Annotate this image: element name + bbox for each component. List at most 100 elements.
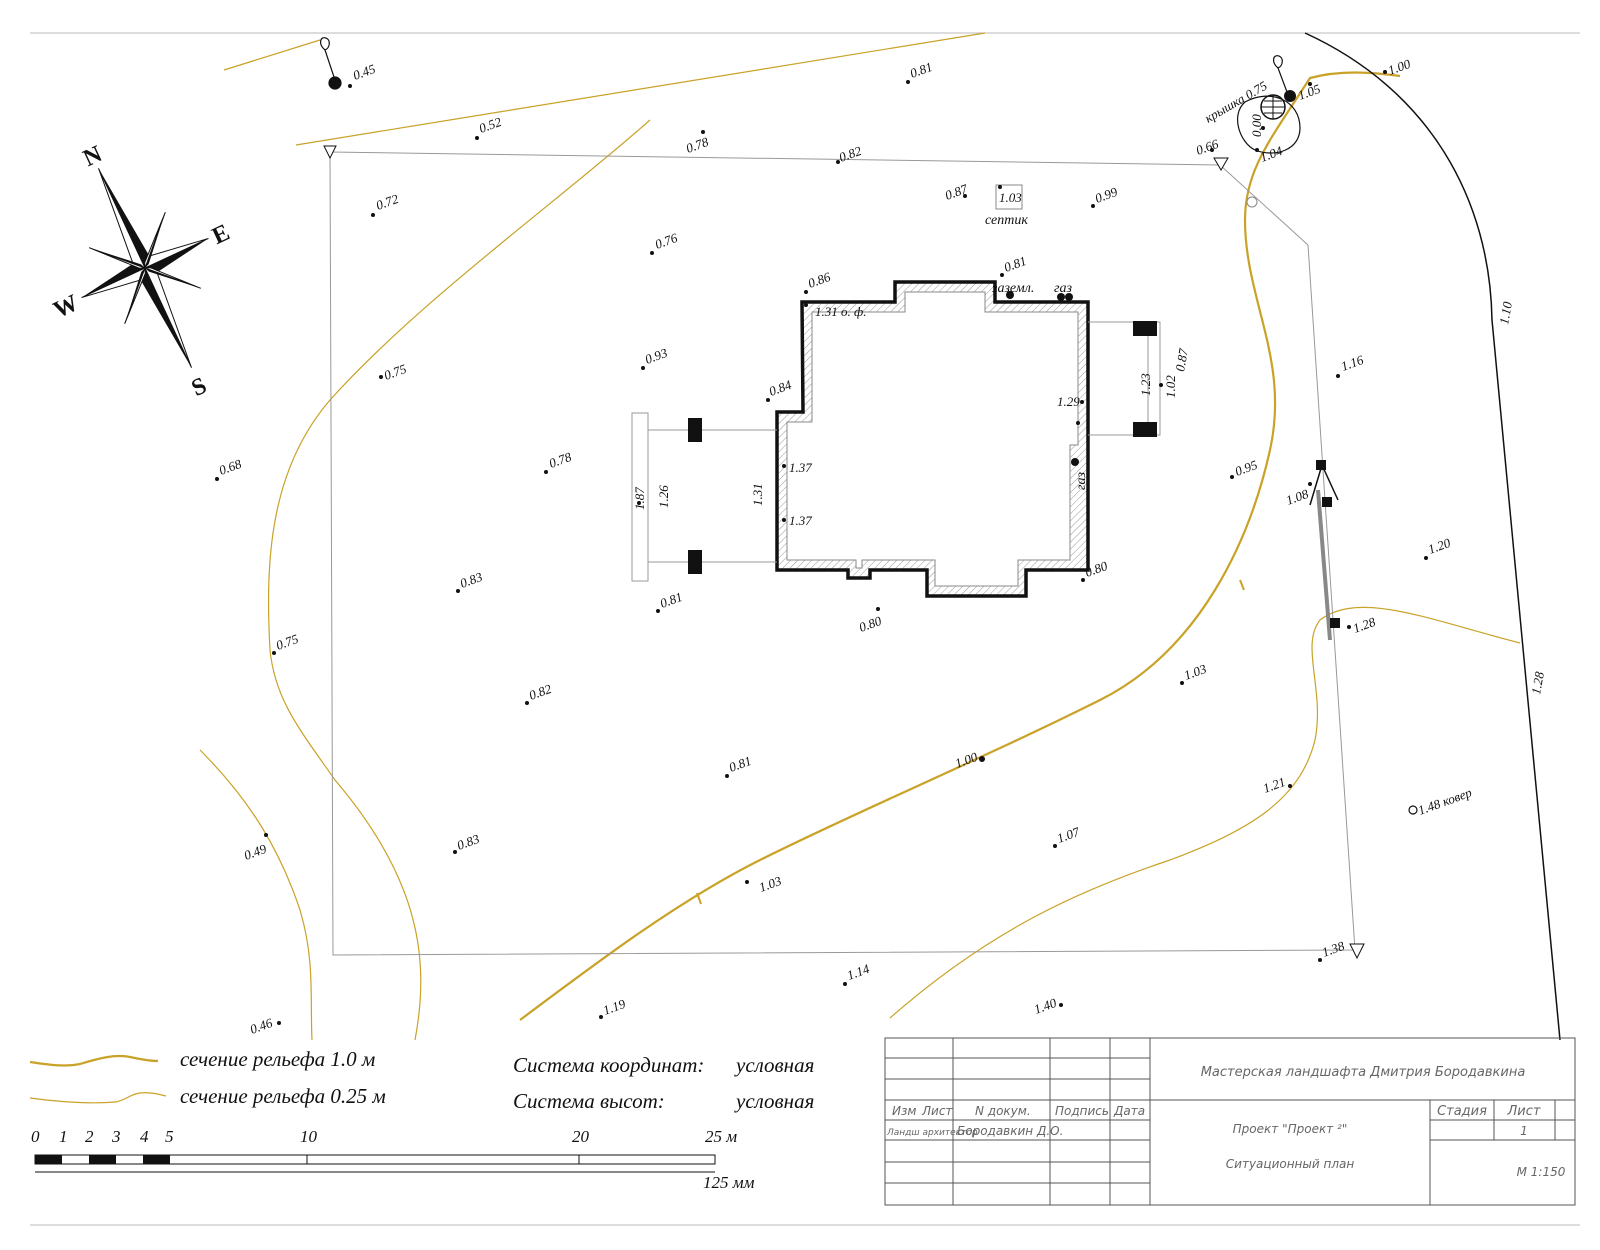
terrace-post <box>688 418 702 442</box>
utility-marker <box>1246 196 1258 208</box>
elevation-label: 0.87 <box>943 181 970 203</box>
contour-point <box>979 756 985 762</box>
scale-tick: 25 м <box>705 1127 737 1146</box>
elevation-label: 0.93 <box>643 345 670 367</box>
title-block <box>884 1037 1576 1206</box>
carpet-label: 1.48 ковер <box>1416 784 1474 817</box>
grounding-point <box>1006 291 1014 299</box>
elevation-label: 1.14 <box>845 961 872 983</box>
project-name: Проект "Проект ²" <box>1233 1122 1348 1136</box>
elevation-label: 1.20 <box>1426 535 1453 557</box>
well-marker <box>1284 90 1296 102</box>
elevation-label: 0.00 <box>1249 114 1264 137</box>
elevation-label: 0.81 <box>1002 253 1029 275</box>
elevation-label: 0.83 <box>458 569 485 591</box>
elevation-label: 1.31 <box>750 483 765 506</box>
elevation-label: 1.02 <box>1163 375 1178 398</box>
elevation-label: 0.81 <box>727 753 754 775</box>
elevation-label: 0.66 <box>1194 136 1221 158</box>
legend-minor-contour: сечение рельефа 0.25 м <box>180 1084 386 1108</box>
boundary-marker <box>323 145 337 160</box>
porch-post <box>1133 422 1157 437</box>
elevation-label: 1.03 <box>999 190 1022 205</box>
scale-tick: 20 <box>572 1127 590 1146</box>
scale-tick: 1 <box>59 1127 68 1146</box>
elevation-label: 0.49 <box>242 841 269 863</box>
sheet-number: 1 <box>1520 1124 1528 1138</box>
elevation-label: 1.23 <box>1138 373 1153 396</box>
legend: сечение рельефа 1.0 м сечение рельефа 0.… <box>29 1047 814 1113</box>
compass-rose: N E S W <box>50 141 234 402</box>
house-interior <box>786 291 1079 587</box>
compass-north: N <box>79 141 106 172</box>
tree-symbol <box>320 37 342 90</box>
elevation-label: 1.28 <box>1528 670 1547 696</box>
gate-leaf <box>1321 464 1339 501</box>
elevation-label: 1.37 <box>789 460 812 475</box>
elevation-label: 0.68 <box>217 456 244 478</box>
porch-post <box>1133 321 1157 336</box>
elevation-label: 0.82 <box>527 681 554 703</box>
boundary-marker <box>1349 943 1365 960</box>
elevation-label: 0.76 <box>653 230 680 252</box>
elevation-label: 0.87 <box>1172 347 1191 373</box>
elevation-label: 0.81 <box>908 59 935 81</box>
elevation-label: 1.28 <box>1351 614 1378 636</box>
contour-tick <box>696 892 702 905</box>
elevation-label: 1.26 <box>656 485 671 508</box>
road-edge <box>1304 32 1561 1041</box>
compass-east: E <box>208 220 234 250</box>
gas-point <box>1057 293 1065 301</box>
coord-system-value: условная <box>734 1053 814 1077</box>
left-terrace <box>631 412 777 582</box>
elevation-label: 0.80 <box>1083 558 1110 580</box>
elevation-label: 0.99 <box>1093 184 1120 206</box>
elevation-label: 0.45 <box>351 61 378 83</box>
gas-label: газ <box>1054 281 1072 296</box>
septic-box <box>995 184 1023 210</box>
gate-post <box>1322 497 1332 507</box>
elevation-label: 1.04 <box>1258 143 1285 165</box>
elevation-label: 0.72 <box>374 191 401 213</box>
elevation-label: 1.08 <box>1284 486 1311 508</box>
elevation-label: 1.05 <box>1296 81 1323 103</box>
elevation-label: 0.46 <box>248 1015 275 1037</box>
elevation-label: 1.29 <box>1057 394 1080 409</box>
elevation-label: 0.84 <box>767 377 794 399</box>
grounding-label: заземл. <box>991 281 1034 296</box>
elevation-labels: 0.45 0.81 1.00 1.05 0.52 0.78 0.82 0.66 … <box>217 56 1547 1037</box>
elevation-label: 1.21 <box>1261 774 1288 796</box>
scale-tick: 10 <box>300 1127 318 1146</box>
coord-system-label: Система координат: <box>513 1053 704 1077</box>
elevation-label: 0.86 <box>806 269 833 291</box>
scale-tick: 5 <box>165 1127 174 1146</box>
elevation-label: 1.03 <box>1182 661 1209 683</box>
drawing-scale: М 1:150 <box>1517 1165 1566 1179</box>
fence-segment <box>1316 489 1332 641</box>
elevation-label: 0.75 <box>274 631 301 653</box>
elevation-label: 1.03 <box>757 873 784 895</box>
boundary-marker <box>1213 157 1229 171</box>
elevation-label: 1.07 <box>1055 824 1082 846</box>
elevation-label: 1.10 <box>1496 300 1515 326</box>
sheet-label: Лист <box>1507 1104 1541 1119</box>
elevation-label: 0.78 <box>684 134 711 156</box>
gate-leaf <box>1309 464 1323 506</box>
compass-west: W <box>50 290 83 324</box>
elevation-label: 1.87 <box>632 487 647 510</box>
carpet-marker <box>1408 805 1418 815</box>
author-name: Бородавкин Д.О. <box>957 1124 1063 1138</box>
elevation-label: 1.38 <box>1320 938 1347 960</box>
septic-label: септик <box>985 213 1028 228</box>
elevation-label: 0.83 <box>455 831 482 853</box>
elevation-label: 0.80 <box>857 613 884 635</box>
elevation-label: 1.37 <box>789 513 812 528</box>
scale-tick: 2 <box>85 1127 94 1146</box>
floor-level-label: 1.31 о. ф. <box>815 304 866 319</box>
role-label: Ландш архитектор <box>886 1128 978 1138</box>
gas-label-wall: газ <box>1074 472 1089 490</box>
contour-tick <box>1239 579 1245 591</box>
gas-point-wall <box>1071 458 1079 466</box>
col-izm: Изм <box>892 1104 916 1118</box>
